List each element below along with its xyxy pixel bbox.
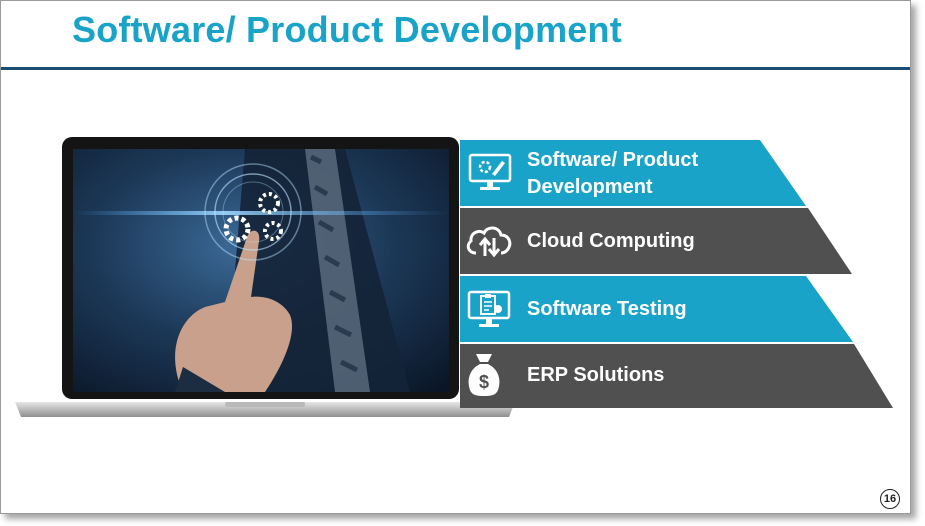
step-2-label: Cloud Computing <box>527 230 695 252</box>
step-band-2 <box>460 208 852 274</box>
cloud-transfer-icon <box>466 226 512 258</box>
money-bag-icon: $ <box>468 354 500 396</box>
svg-text:$: $ <box>479 372 489 392</box>
step-band-3 <box>460 276 853 342</box>
hand-shape <box>175 230 293 392</box>
laptop-base <box>15 402 515 417</box>
page-number: 16 <box>880 489 900 509</box>
step-band-1 <box>460 140 806 206</box>
gear-hologram <box>204 163 302 261</box>
step-4-label: ERP Solutions <box>527 364 665 386</box>
step-3-label: Software Testing <box>527 298 687 320</box>
clipboard-monitor-icon <box>467 290 511 327</box>
laptop-illustration <box>15 137 515 417</box>
light-beam <box>73 211 449 215</box>
title-underline <box>1 67 910 70</box>
tie-shape <box>305 149 370 392</box>
slide: Software/ Product Development <box>0 0 911 514</box>
service-steps-graphic <box>460 140 893 408</box>
page-title: Software/ Product Development <box>72 9 622 50</box>
step-1-label-line1: Software/ Product <box>527 149 699 171</box>
step-1-label-line2: Development <box>527 176 653 198</box>
monitor-gear-icon <box>468 153 512 190</box>
step-band-4 <box>460 344 893 408</box>
